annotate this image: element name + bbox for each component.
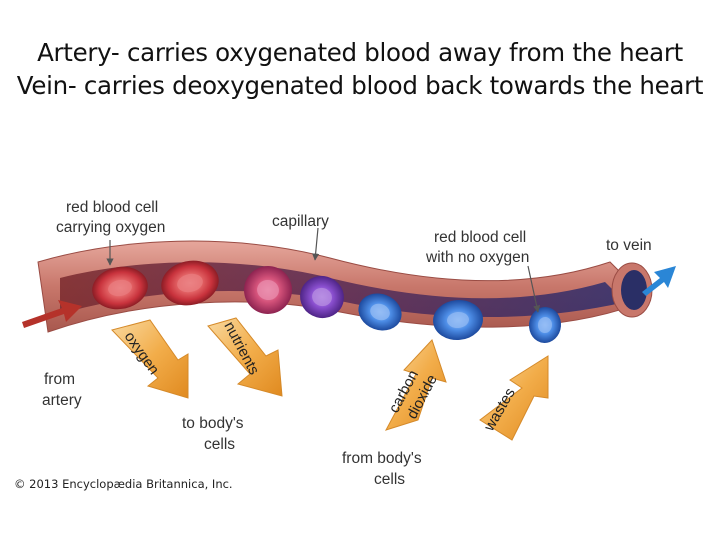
from-artery-label-1: from — [44, 371, 75, 388]
title-line-vein: Vein- carries deoxygenated blood back to… — [16, 71, 704, 100]
red-blood-cell-deoxygenated — [433, 299, 483, 341]
red-blood-cell-deoxygenated — [528, 307, 562, 343]
red-blood-cell-oxygenated — [161, 260, 219, 306]
from-artery-label-2: artery — [42, 392, 82, 409]
title-line-artery: Artery- carries oxygenated blood away fr… — [37, 38, 683, 67]
carbon-dioxide-arrow: carbon dioxide — [384, 339, 447, 431]
rbc-oxygen-label-1: red blood cell — [66, 199, 158, 216]
to-vein-label: to vein — [606, 237, 652, 254]
vein-lumen — [621, 270, 647, 310]
rbc-oxygen-label-2: carrying oxygen — [56, 219, 165, 236]
to-body-cells-label-2: cells — [204, 436, 235, 453]
rbc-no-oxygen-leader — [527, 265, 541, 313]
to-vein-arrow — [642, 266, 676, 296]
red-blood-cell-oxygenated — [92, 266, 148, 310]
slide-title: Artery- carries oxygenated blood away fr… — [0, 36, 720, 102]
from-body-cells-label-2: cells — [374, 471, 405, 488]
capillary-label: capillary — [272, 213, 329, 230]
capillary-leader — [312, 227, 320, 261]
nutrients-arrow: nutrients — [207, 317, 283, 397]
wastes-arrow: wastes — [479, 355, 549, 441]
from-body-cells-label-1: from body's — [342, 450, 422, 467]
copyright-notice: © 2013 Encyclopædia Britannica, Inc. — [14, 477, 233, 491]
to-body-cells-label-1: to body's — [182, 415, 244, 432]
red-blood-cell-transitional — [300, 275, 344, 319]
blood-cells — [92, 260, 562, 343]
rbc-no-oxygen-label-1: red blood cell — [434, 229, 526, 246]
rbc-no-oxygen-label-2: with no oxygen — [425, 249, 529, 266]
red-blood-cell-transitional — [358, 293, 402, 331]
red-blood-cell-transitional — [244, 266, 292, 314]
from-artery-arrow — [22, 300, 82, 328]
oxygen-arrow: oxygen — [111, 319, 189, 399]
